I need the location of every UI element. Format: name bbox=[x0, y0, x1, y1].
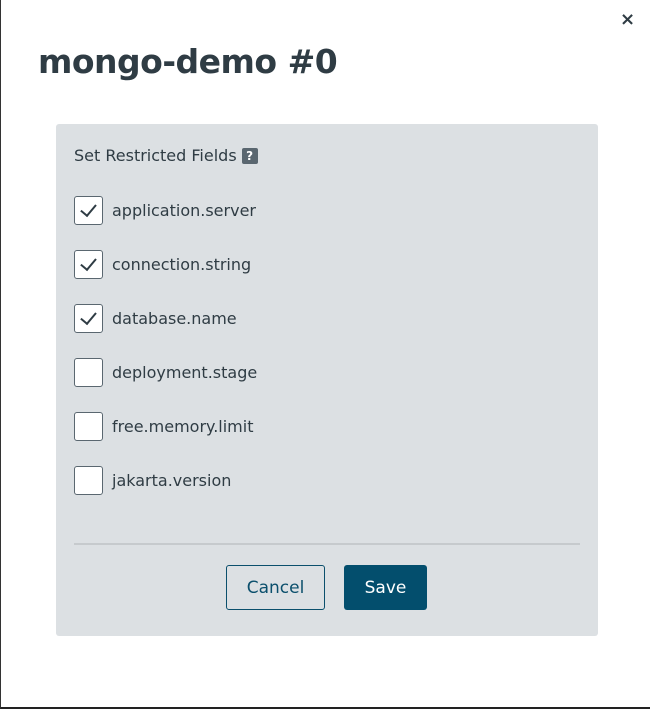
checkbox[interactable] bbox=[74, 465, 103, 495]
checkbox[interactable] bbox=[74, 303, 103, 333]
restricted-fields-panel: Set Restricted Fields? application.serve… bbox=[56, 124, 598, 636]
field-label: free.memory.limit bbox=[112, 416, 254, 436]
field-checkbox-row[interactable]: jakarta.version bbox=[74, 465, 232, 495]
divider bbox=[74, 543, 580, 545]
field-checkbox-row[interactable]: application.server bbox=[74, 195, 256, 225]
checkbox[interactable] bbox=[74, 411, 103, 441]
field-checkbox-row[interactable]: connection.string bbox=[74, 249, 252, 279]
field-checkbox-row[interactable]: free.memory.limit bbox=[74, 411, 254, 441]
field-label: application.server bbox=[112, 200, 256, 220]
save-button[interactable]: Save bbox=[344, 565, 427, 610]
checkbox[interactable] bbox=[74, 249, 103, 279]
checkbox[interactable] bbox=[74, 357, 103, 387]
close-icon[interactable]: × bbox=[620, 9, 636, 30]
dialog-title: mongo-demo #0 bbox=[38, 42, 338, 81]
field-label: connection.string bbox=[112, 254, 252, 274]
field-checkbox-row[interactable]: database.name bbox=[74, 303, 237, 333]
section-title: Set Restricted Fields? bbox=[74, 146, 258, 165]
help-icon[interactable]: ? bbox=[241, 148, 258, 164]
field-label: database.name bbox=[112, 308, 237, 328]
field-label: deployment.stage bbox=[112, 362, 258, 382]
checkbox[interactable] bbox=[74, 195, 103, 225]
field-label: jakarta.version bbox=[112, 470, 232, 490]
field-checkbox-row[interactable]: deployment.stage bbox=[74, 357, 258, 387]
section-title-text: Set Restricted Fields bbox=[74, 146, 237, 165]
cancel-button[interactable]: Cancel bbox=[226, 565, 325, 610]
